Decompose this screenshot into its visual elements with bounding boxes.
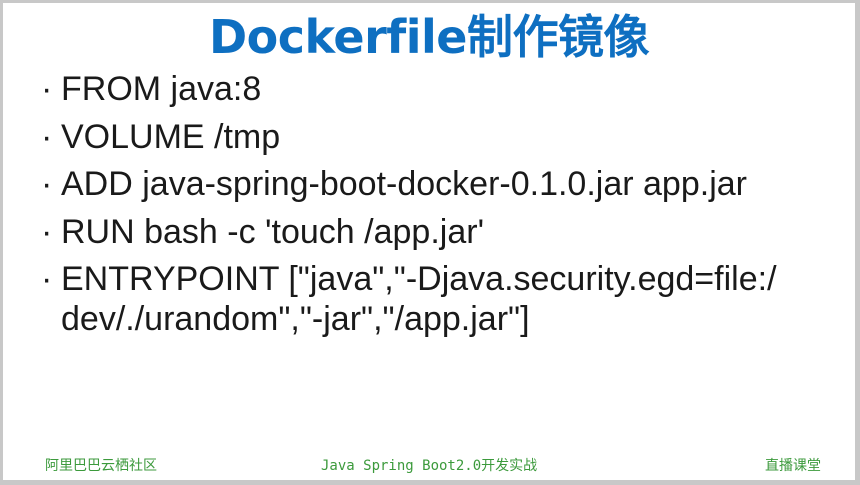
slide-title: Dockerfile制作镜像	[208, 10, 650, 64]
footer-left: 阿里巴巴云栖社区	[45, 458, 157, 474]
presentation-slide: Dockerfile制作镜像 ·FROM java:8 ·VOLUME /tmp…	[3, 3, 855, 480]
bullet-item: ·ADD java-spring-boot-docker-0.1.0.jar a…	[39, 164, 829, 204]
bullet-item: ·RUN bash -c 'touch /app.jar'	[39, 212, 829, 252]
bullet-dot-icon: ·	[41, 212, 53, 251]
bullet-text: ADD java-spring-boot-docker-0.1.0.jar ap…	[61, 165, 747, 203]
bullet-text: ENTRYPOINT ["java","-Djava.security.egd=…	[61, 260, 777, 338]
bullet-text: FROM java:8	[61, 70, 262, 108]
footer-center: Java Spring Boot2.0开发实战	[321, 458, 538, 474]
bullet-item: ·VOLUME /tmp	[39, 117, 829, 157]
bullet-text: VOLUME /tmp	[61, 117, 281, 156]
bullet-dot-icon: ·	[41, 117, 53, 156]
footer-right: 直播课堂	[765, 458, 821, 474]
bullet-item: ·FROM java:8	[39, 69, 829, 109]
bullet-item: ·ENTRYPOINT ["java","-Djava.security.egd…	[39, 259, 781, 339]
bullet-dot-icon: ·	[41, 165, 53, 203]
bullet-dot-icon: ·	[41, 70, 53, 108]
bullet-list: ·FROM java:8 ·VOLUME /tmp ·ADD java-spri…	[39, 69, 829, 347]
bullet-text: RUN bash -c 'touch /app.jar'	[61, 212, 485, 251]
bullet-dot-icon: ·	[41, 260, 53, 298]
